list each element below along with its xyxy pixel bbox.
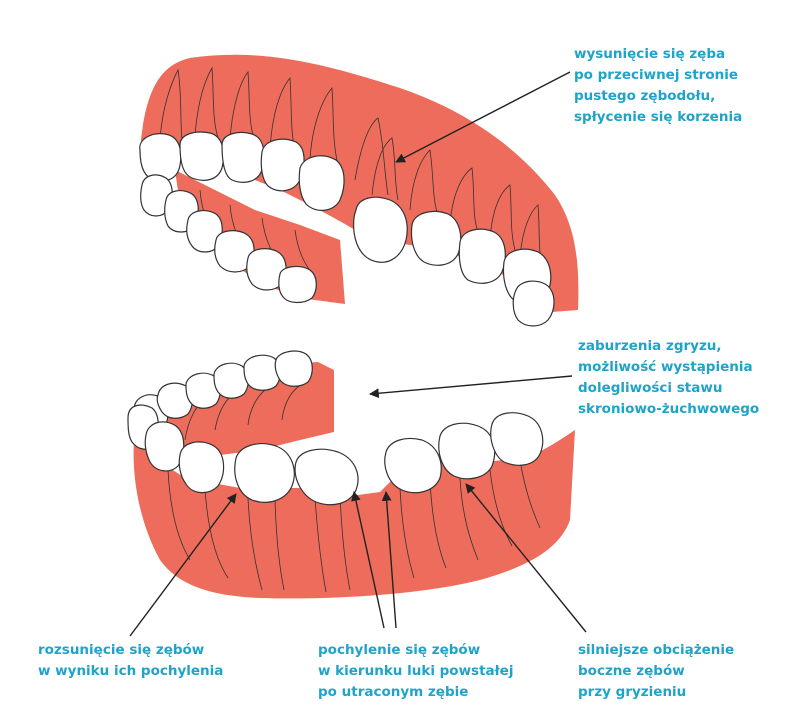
lower-tooth xyxy=(234,443,295,503)
lower-tooth xyxy=(438,422,496,480)
lower-tooth xyxy=(185,372,221,409)
arrows xyxy=(129,71,587,637)
lower-tooth xyxy=(144,421,185,472)
label-teeth-spacing: rozsunięcie się zębów w wyniku ich pochy… xyxy=(38,640,223,682)
upper-tooth xyxy=(458,228,506,284)
lower-tooth xyxy=(213,362,249,399)
lower-roots xyxy=(167,383,541,593)
arrow-teeth-spacing xyxy=(129,493,237,637)
label-line: silniejsze obciążenie xyxy=(578,642,735,658)
lower-tooth xyxy=(243,354,281,391)
label-line: boczne zębów xyxy=(578,663,685,679)
label-upper-extrusion: wysunięcie się zęba po przeciwnej stroni… xyxy=(574,44,742,128)
upper-tooth xyxy=(298,155,345,211)
arrow-side-load xyxy=(465,483,587,633)
upper-tooth xyxy=(410,210,462,266)
label-line: pustego zębodołu, xyxy=(574,88,716,104)
label-line: zaburzenia zgryzu, xyxy=(578,338,722,354)
upper-tooth xyxy=(260,138,305,192)
lower-tooth xyxy=(274,350,313,387)
lower-tilted-tooth-right xyxy=(384,437,442,494)
upper-tooth xyxy=(512,280,555,327)
lower-teeth xyxy=(127,350,544,506)
label-line: w wyniku ich pochylenia xyxy=(38,663,224,679)
lower-jaw xyxy=(127,350,575,599)
label-line: skroniowo-żuchwowego xyxy=(578,401,760,417)
label-line: po przeciwnej stronie xyxy=(574,67,738,83)
upper-jaw xyxy=(139,54,579,327)
upper-tooth xyxy=(139,133,182,182)
label-line: dolegliwości stawu xyxy=(578,380,723,396)
lower-tooth xyxy=(178,441,225,494)
label-line: możliwość wystąpienia xyxy=(578,359,753,375)
label-line: w kierunku luki powstałej xyxy=(318,663,514,679)
lower-tilted-tooth-left xyxy=(294,448,359,506)
upper-teeth xyxy=(139,131,555,327)
arrow-upper-extrusion xyxy=(395,71,571,163)
lower-tooth xyxy=(490,412,544,466)
upper-tooth xyxy=(221,131,265,183)
label-line: przy gryzieniu xyxy=(578,684,687,700)
label-line: wysunięcie się zęba xyxy=(574,46,726,62)
arrow-teeth-tilt-left xyxy=(351,491,385,629)
upper-tooth xyxy=(278,265,317,304)
label-line: rozsunięcie się zębów xyxy=(38,642,205,658)
label-line: pochylenie się zębów xyxy=(318,642,481,658)
arrow-teeth-tilt-right xyxy=(381,491,397,629)
label-bite-disorder: zaburzenia zgryzu, możliwość wystąpienia… xyxy=(578,336,759,420)
upper-extruded-tooth xyxy=(353,196,408,263)
label-side-load: silniejsze obciążenie boczne zębów przy … xyxy=(578,640,734,703)
label-line: po utraconym zębie xyxy=(318,684,469,700)
lower-tooth xyxy=(156,382,193,419)
arrow-bite-disorder xyxy=(369,375,573,399)
label-teeth-tilt: pochylenie się zębów w kierunku luki pow… xyxy=(318,640,513,703)
label-line: spłycenie się korzenia xyxy=(574,109,743,125)
upper-tooth xyxy=(179,131,225,181)
